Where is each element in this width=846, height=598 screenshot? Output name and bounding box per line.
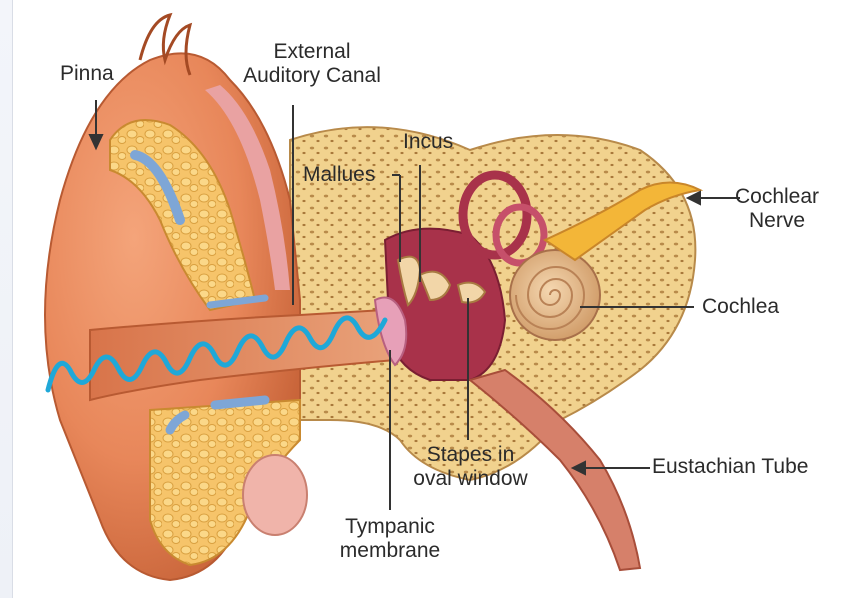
label-cochlear-line2: Nerve (722, 209, 832, 233)
label-cochlear-nerve: Cochlear Nerve (722, 185, 832, 233)
label-tympanic-membrane: Tympanic membrane (330, 515, 450, 563)
label-tympanic-line1: Tympanic (330, 515, 450, 539)
lower-pink-lobe (243, 455, 307, 535)
label-cochlear-line1: Cochlear (722, 185, 832, 209)
label-external-line1: External (232, 40, 392, 64)
label-cochlea: Cochlea (702, 295, 779, 319)
cochlea-shape (510, 250, 600, 340)
label-external-line2: Auditory Canal (232, 64, 392, 88)
label-mallues: Mallues (303, 163, 375, 187)
label-stapes-line1: Stapes in (398, 443, 543, 467)
label-stapes: Stapes in oval window (398, 443, 543, 491)
label-eustachian-tube: Eustachian Tube (652, 455, 808, 479)
label-external-auditory-canal: External Auditory Canal (232, 40, 392, 88)
label-tympanic-line2: membrane (330, 539, 450, 563)
label-stapes-line2: oval window (398, 467, 543, 491)
label-incus: Incus (403, 130, 453, 154)
label-pinna: Pinna (60, 62, 114, 86)
vessel-lower (215, 400, 265, 405)
